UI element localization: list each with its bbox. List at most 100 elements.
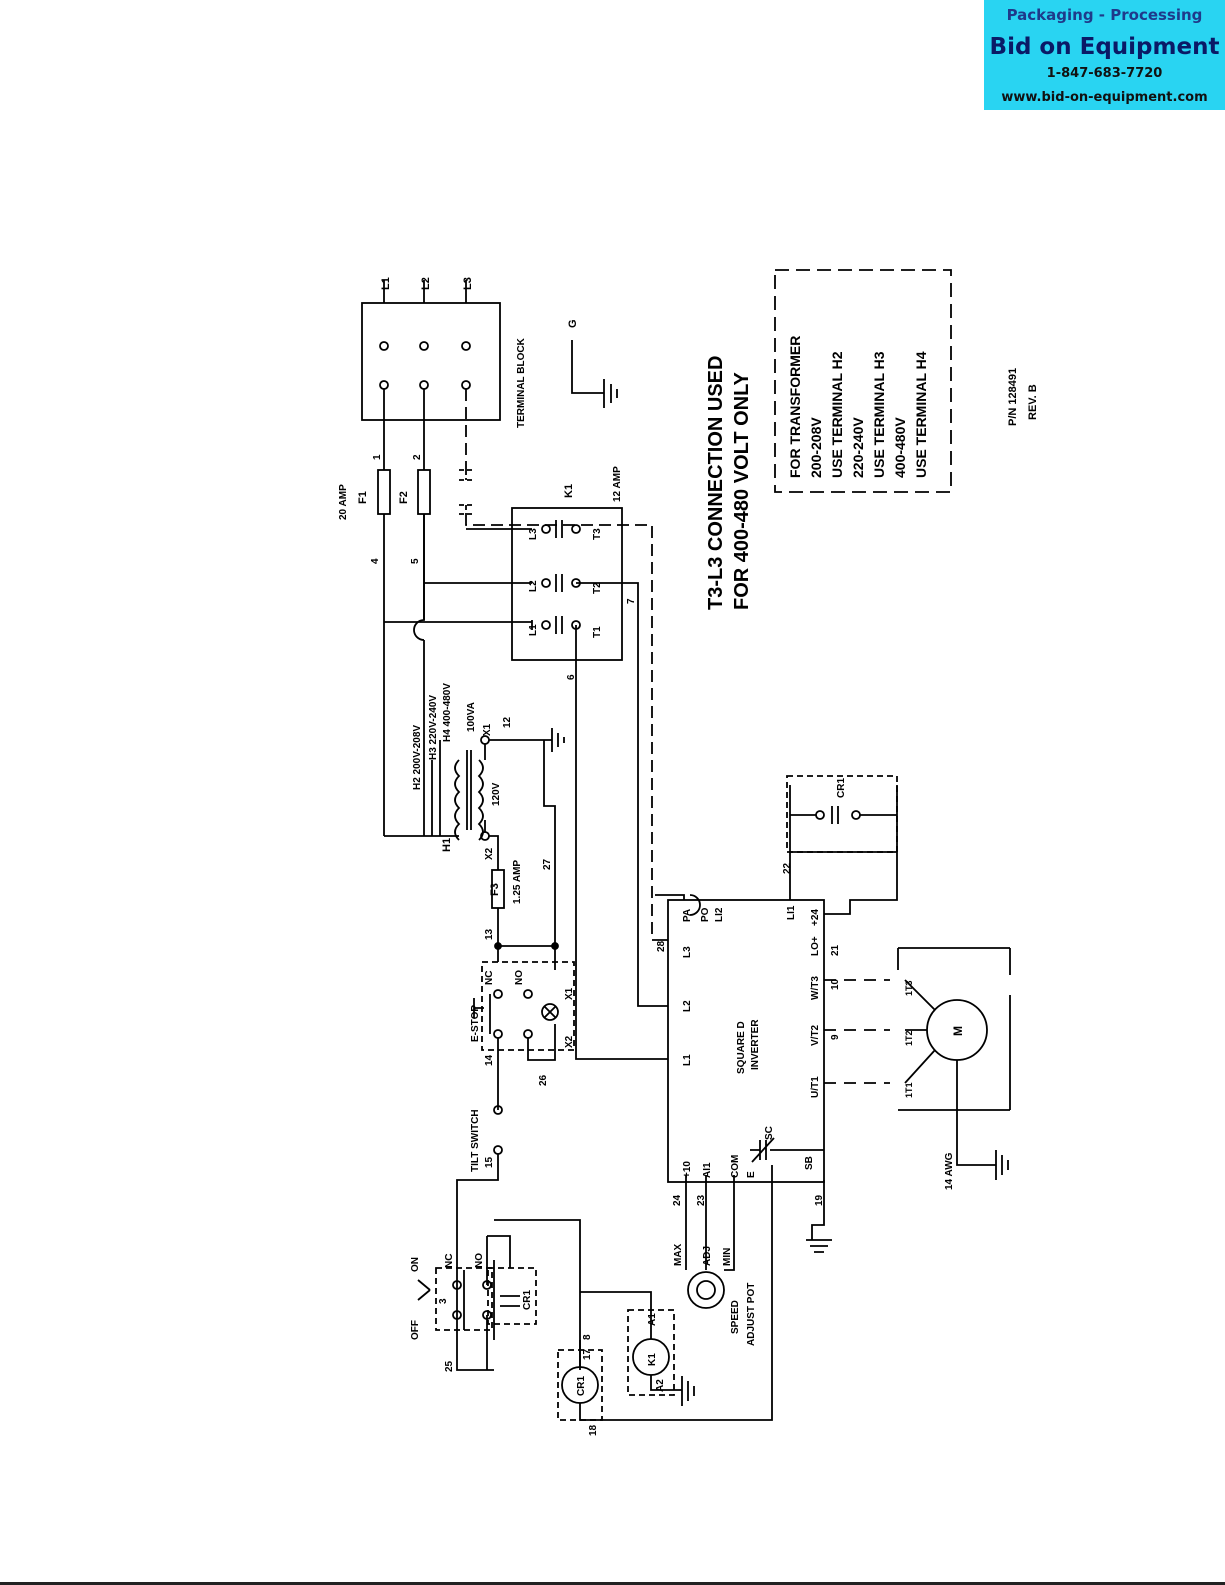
inverter-term-10: +10: [682, 1161, 693, 1178]
estop-label: E-STOP: [470, 1005, 481, 1042]
transformer-h2: H2 200V-208V: [412, 725, 423, 790]
wire-10: 10: [830, 978, 841, 990]
fuse-f3-label: F3: [489, 883, 501, 896]
inverter-term-vt2: V/T2: [810, 1024, 821, 1046]
k1-coil-label: K1: [647, 1353, 658, 1366]
page-bottom-rule: [0, 1582, 1225, 1585]
note-box-line5: USE TERMINAL H3: [871, 351, 887, 478]
wire-22: 22: [782, 862, 793, 874]
inverter-term-li2: LI2: [714, 907, 725, 922]
motor-1t1: 1T1: [904, 1082, 914, 1098]
inverter-sc: SC: [764, 1126, 775, 1140]
contactor-label: K1: [563, 484, 575, 498]
transformer-sec: 120V: [491, 782, 502, 806]
transformer-h4: H4 400-480V: [442, 683, 453, 742]
cr1-relay-contact: [786, 775, 898, 853]
transformer-x1: X1: [482, 723, 493, 736]
estop-nc: NC: [484, 971, 495, 985]
note-t3-line1: T3-L3 CONNECTION USED: [705, 356, 727, 610]
fuse-f1: [377, 469, 391, 515]
selector-cr1: CR1: [522, 1290, 533, 1310]
k1-t3: T3: [592, 528, 603, 540]
inverter-name-1: SQUARE D: [736, 1021, 747, 1074]
selector-off: OFF: [410, 1320, 421, 1340]
k1-a1: A1: [647, 1313, 658, 1326]
estop-no: NO: [514, 970, 525, 985]
wiring-lines: [361, 269, 1011, 1421]
wire-3-a: 3: [438, 1298, 449, 1304]
wire-18: 18: [588, 1424, 599, 1436]
inverter-term-l3: L3: [682, 946, 693, 958]
part-number: P/N 128491: [1007, 368, 1019, 426]
wire-19: 19: [814, 1194, 825, 1206]
inverter-term-ut1: U/T1: [810, 1076, 821, 1098]
wire-14: 14: [484, 1054, 495, 1066]
estop-x1: X1: [564, 987, 575, 1000]
note-box-line4: 220-240V: [850, 417, 866, 478]
wire-17: 17: [582, 1348, 593, 1360]
speed-adjust-pot: [687, 1271, 725, 1309]
wire-6: 6: [566, 674, 577, 680]
pot-adj: ADJ: [702, 1246, 713, 1266]
note-box-line1: FOR TRANSFORMER: [787, 336, 803, 478]
terminal-block-label: TERMINAL BLOCK: [516, 337, 527, 428]
pot-min: MIN: [722, 1248, 733, 1266]
label-l2: L2: [420, 277, 432, 290]
wire-2: 2: [412, 454, 423, 460]
motor-awg: 14 AWG: [944, 1152, 955, 1190]
relay-cr1-label: CR1: [836, 778, 847, 798]
transformer-primary: [454, 759, 461, 841]
wire-26: 26: [538, 1074, 549, 1086]
pot-label-1: SPEED: [730, 1300, 741, 1334]
pot-label-2: ADJUST POT: [746, 1283, 757, 1346]
wire-5: 5: [410, 558, 421, 564]
transformer-secondary: [477, 759, 484, 841]
inverter-term-li1: LI1: [786, 905, 797, 920]
inverter-term-lo: LO+: [810, 936, 821, 956]
inverter-term-com: COM: [730, 1155, 741, 1178]
estop-x2: X2: [564, 1035, 575, 1048]
motor-label: M: [951, 1026, 965, 1036]
inverter-term-pa: PA: [682, 909, 693, 922]
wire-12: 12: [502, 716, 513, 728]
contactor-rating: 12 AMP: [612, 466, 623, 502]
wire-21: 21: [830, 944, 841, 956]
fuse-f2-label: F2: [398, 491, 410, 504]
inverter-sb: SB: [804, 1156, 815, 1170]
wire-28: 28: [656, 940, 667, 952]
fuse-rating-label: 20 AMP: [338, 484, 349, 520]
terminal-block: [361, 302, 501, 421]
transformer-va: 100VA: [466, 702, 477, 732]
inverter-term-24: +24: [810, 909, 821, 926]
transformer-x2: X2: [484, 847, 495, 860]
logo-phone: 1-847-683-7720: [1046, 66, 1163, 81]
label-g: G: [567, 319, 579, 328]
inverter-term-l1: L1: [682, 1054, 693, 1066]
logo-title: Bid on Equipment: [989, 34, 1220, 60]
note-t3-line2: FOR 400-480 VOLT ONLY: [731, 371, 753, 610]
fuse-f3-rating: 1.25 AMP: [512, 860, 523, 904]
wire-1: 1: [372, 454, 383, 460]
k1-a2: A2: [655, 1379, 666, 1392]
selector-on: ON: [410, 1257, 421, 1272]
selector-no: NO: [474, 1253, 485, 1268]
wire-15: 15: [484, 1156, 495, 1168]
square-d-inverter: [667, 899, 825, 1183]
inverter-term-wt3: W/T3: [810, 976, 821, 1000]
contactor-k1: [511, 507, 623, 661]
wire-23: 23: [696, 1194, 707, 1206]
wire-8: 8: [582, 1334, 593, 1340]
inverter-term-po: PO: [700, 907, 711, 922]
inverter-name-2: INVERTER: [750, 1019, 761, 1070]
wire-25: 25: [444, 1360, 455, 1372]
note-box-line2: 200-208V: [808, 417, 824, 478]
wire-27: 27: [542, 858, 553, 870]
fuse-f1-label: F1: [357, 491, 369, 504]
transformer-h1: H1: [441, 838, 453, 852]
bid-on-equipment-logo: Packaging - Processing Bid on Equipment …: [984, 0, 1225, 110]
tilt-switch-label: TILT SWITCH: [470, 1109, 481, 1172]
cr1-coil-label: CR1: [576, 1376, 587, 1396]
inverter-term-e: E: [746, 1171, 757, 1178]
wire-7: 7: [626, 598, 637, 604]
